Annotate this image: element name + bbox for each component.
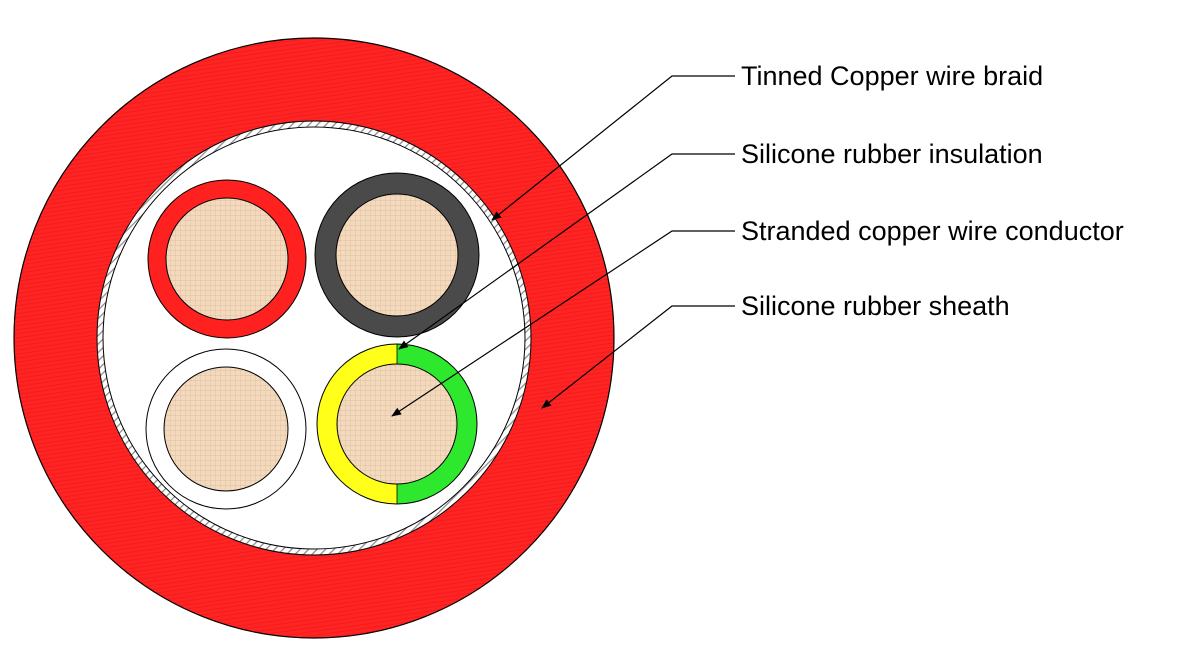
conductor [163,366,289,492]
inner-filler [102,126,526,550]
label-conductor: Stranded copper wire conductor [741,216,1124,246]
leader-lines [391,75,735,417]
conductor [165,197,289,321]
leader-conductor [391,230,735,417]
core-black [314,172,480,338]
label-sheath: Silicone rubber sheath [741,291,1010,321]
leader-insulation [398,153,735,350]
core-white [145,348,307,510]
label-insulation: Silicone rubber insulation [741,139,1043,169]
core-red [147,179,307,339]
leader-braid [491,75,735,221]
conductor [335,193,459,317]
core-yellow-green [316,343,478,505]
leader-sheath [541,305,735,409]
conductor [336,363,458,485]
label-braid: Tinned Copper wire braid [741,61,1043,91]
